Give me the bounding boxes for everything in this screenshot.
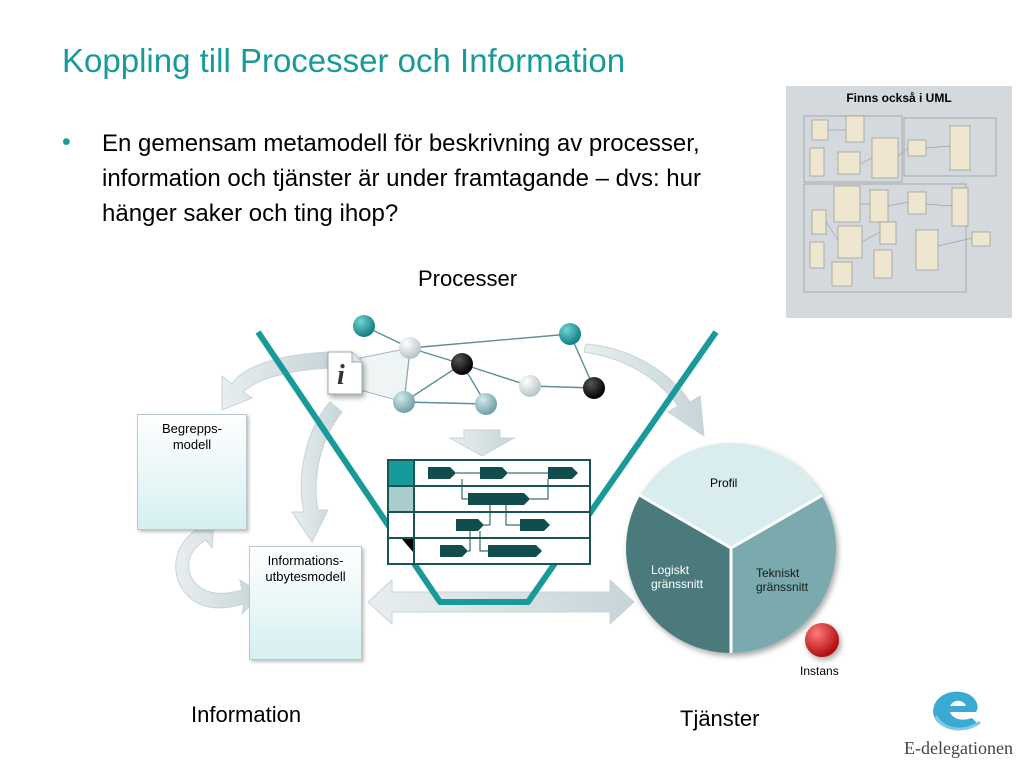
bullet-dot: • <box>62 128 71 156</box>
process-node <box>519 375 541 397</box>
process-node <box>353 315 375 337</box>
process-node <box>451 353 473 375</box>
arrow-to-informationsutbytesmodell <box>291 401 343 543</box>
tekniskt-label: Tekniskt gränssnitt <box>756 566 809 594</box>
processer-label: Processer <box>418 266 518 291</box>
uml-diagram-image <box>803 115 997 293</box>
pie-slice-profil <box>640 443 822 548</box>
v-shape <box>255 330 719 605</box>
e-swirl-icon <box>933 691 981 731</box>
bullet-text: En gemensam metamodell för beskrivning a… <box>102 130 701 227</box>
process-node <box>399 337 421 359</box>
process-node <box>583 377 605 399</box>
slide-title: Koppling till Processer och Information <box>62 42 626 79</box>
process-node <box>393 391 415 413</box>
begreppsmodell-box: Begrepps- modell <box>137 414 247 530</box>
process-node <box>559 323 581 345</box>
pie-slice-tekniskt <box>731 495 836 653</box>
tjanster-pie <box>626 443 836 653</box>
info-icon-glyph: i <box>337 360 345 391</box>
pie-slice-logiskt <box>626 495 731 653</box>
arrow-down-to-table <box>448 429 516 457</box>
process-node <box>475 393 497 415</box>
arrow-between-boxes <box>175 521 263 616</box>
uml-caption: Finns också i UML <box>846 91 952 105</box>
arrow-to-tjanster <box>583 343 705 438</box>
instans-label: Instans <box>800 664 839 678</box>
profil-label: Profil <box>710 476 738 490</box>
uml-thumbnail: Finns också i UML <box>786 86 1012 318</box>
swimlane-table <box>387 459 591 565</box>
logiskt-label: Logiskt gränssnitt <box>651 563 704 591</box>
arrow-to-begreppsmodell <box>221 351 331 411</box>
informationsutbytesmodell-box: Informations- utbytesmodell <box>249 546 362 660</box>
tjanster-label: Tjänster <box>680 706 760 731</box>
info-document-icon <box>327 351 363 395</box>
information-label: Information <box>191 702 302 727</box>
logo-text: E-delegationen <box>904 738 1013 758</box>
instans-ball <box>805 623 839 657</box>
